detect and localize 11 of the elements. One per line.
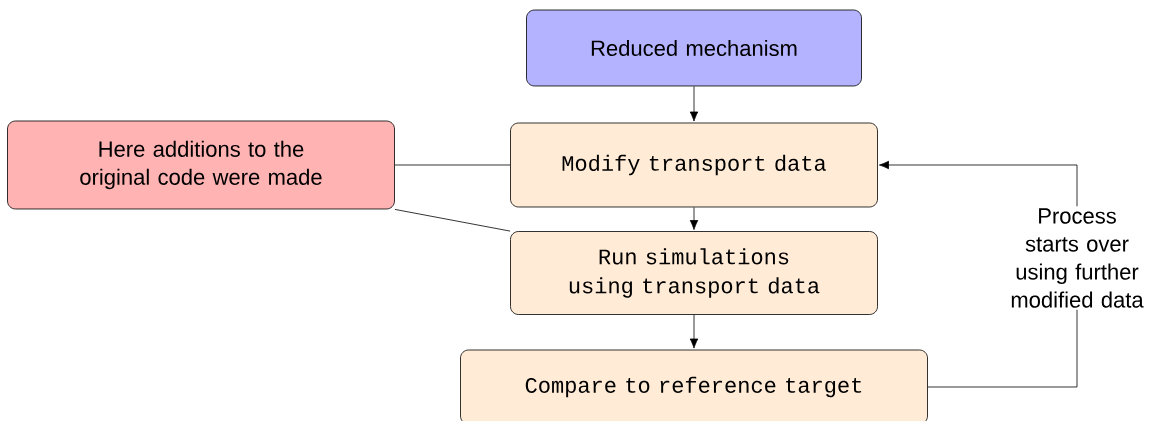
edge-label: Process starts over using further modified data [1005,206,1149,310]
process-box: Reduced mechanism [526,9,862,87]
connector-line [394,209,511,232]
process-box: Compare to reference target [460,349,928,421]
arrow [689,86,699,122]
process-box: Modify transport data [510,122,878,208]
process-box: Run simulations using transport data [510,231,878,315]
note-box: Here additions to the original code were made [7,120,395,210]
connector-line [394,164,511,166]
arrow [689,207,699,230]
arrow [689,314,699,349]
